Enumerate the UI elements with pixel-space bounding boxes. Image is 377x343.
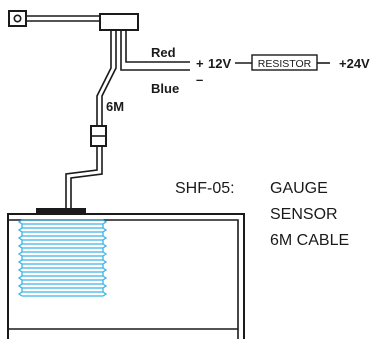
lower-cable (65, 146, 103, 208)
sensor-fin (22, 275, 103, 281)
caption-line-3: 6M CABLE (270, 232, 349, 249)
plug-connector (8, 10, 27, 27)
caption-line-1: GAUGE (270, 180, 328, 197)
sensor-fin (22, 227, 103, 233)
red-wire (125, 30, 190, 63)
cable-gland (90, 125, 107, 147)
sensor-fin (22, 219, 103, 225)
model-label: SHF-05: (175, 180, 235, 197)
blue-wire (120, 30, 190, 71)
sensor-fin (22, 291, 103, 297)
sensor-fin (22, 243, 103, 249)
top-cable (26, 15, 103, 22)
main-cable (96, 30, 117, 126)
gauge-sensor (17, 219, 108, 297)
red-wire-label: Red (151, 45, 176, 60)
junction-box (99, 13, 139, 31)
voltage-12v: 12V (208, 56, 231, 71)
caption-line-2: SENSOR (270, 206, 338, 223)
sensor-fin (22, 259, 103, 265)
cable-length-label: 6M (106, 99, 124, 114)
sensor-fin (22, 235, 103, 241)
sensor-fin (22, 251, 103, 257)
voltage-24v: +24V (339, 56, 370, 71)
plus-sign: + (196, 56, 204, 71)
sensor-edge (17, 219, 108, 297)
mounting-plate (36, 208, 86, 213)
resistor-label: RESISTOR (258, 58, 312, 70)
blue-wire-label: Blue (151, 81, 179, 96)
minus-sign: – (196, 72, 203, 87)
sensor-fin (22, 267, 103, 273)
sensor-fin (22, 283, 103, 289)
tank-outline (7, 213, 245, 339)
